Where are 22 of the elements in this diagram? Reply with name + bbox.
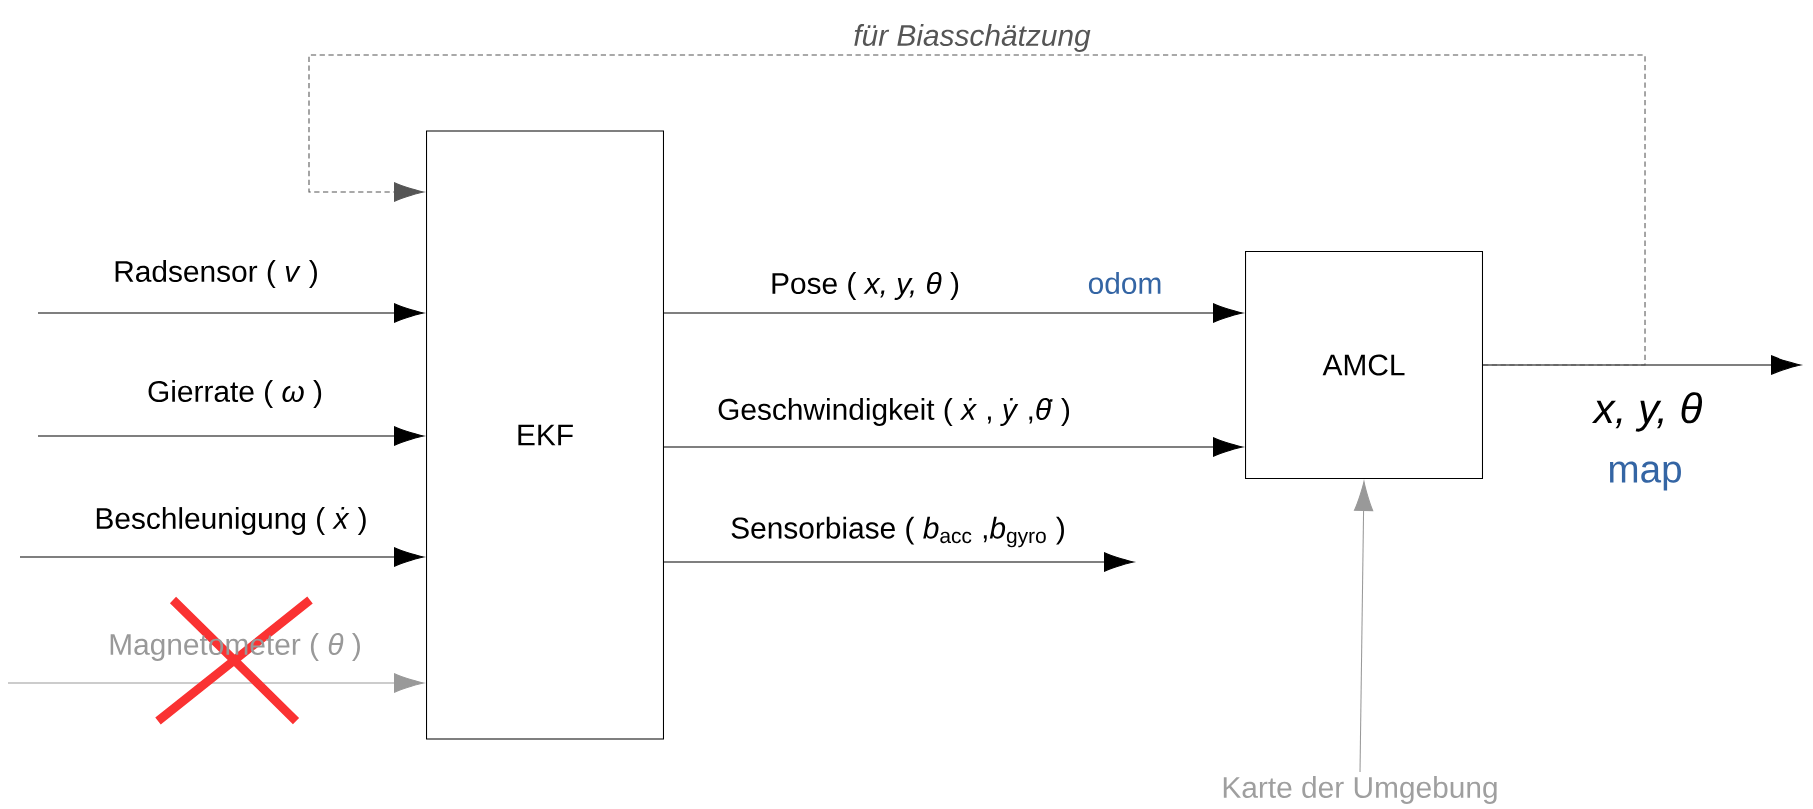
edge-label: x, y, θ — [1591, 392, 1703, 432]
edge-label: Pose ( x, y, θ ) — [772, 272, 959, 300]
edge-label: Sensorbiase ( b$_{acc}$ ,b$_{gyro}$ ) — [731, 516, 1064, 548]
arrow — [7, 673, 424, 693]
tag-label: odom — [1088, 272, 1161, 294]
arrow — [19, 547, 424, 567]
edge-label: Beschleunigung ( ẋ ) — [96, 507, 366, 535]
process-box: EKF — [426, 130, 664, 740]
arrow — [663, 303, 1243, 323]
arrow — [308, 54, 1646, 366]
tag-label: map — [1610, 461, 1681, 491]
arrow — [37, 303, 424, 323]
edge-label: Gierrate ( ω ) — [148, 380, 322, 408]
arrow — [1353, 481, 1374, 773]
arrow — [663, 552, 1134, 572]
input-text: Karte der Umgebung — [1223, 776, 1497, 804]
edge-label: für Biasschätzung — [854, 24, 1091, 52]
edge-label: Radsensor ( v ) — [115, 260, 317, 288]
arrow — [37, 426, 424, 446]
process-box: AMCL — [1245, 251, 1483, 479]
edge-label: Geschwindigkeit ( ẋ , ẏ ,θ̇ ) — [718, 398, 1070, 426]
arrow — [663, 437, 1243, 457]
